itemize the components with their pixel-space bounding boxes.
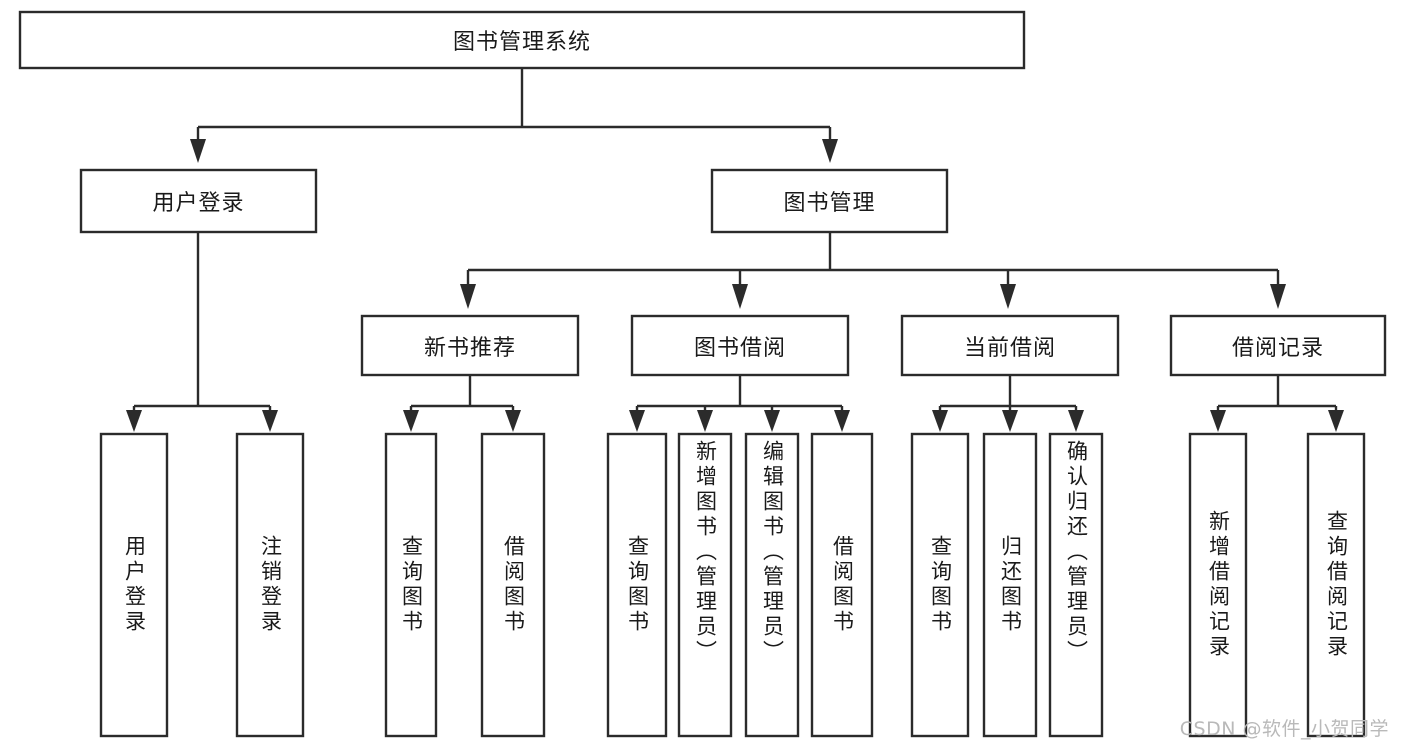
arrow-head-leaf-borrow-book-1 — [505, 410, 521, 432]
arrow-head-borrow-record — [1270, 284, 1286, 309]
node-box-leaf-borrow-book-2[interactable] — [810, 432, 874, 738]
arrow-head-leaf-return-book — [1002, 410, 1018, 432]
node-box-leaf-user-login[interactable] — [99, 432, 169, 738]
connector-bookborrow-to-leaves — [629, 375, 850, 432]
node-box-book-borrow[interactable] — [630, 314, 850, 377]
arrow-head-leaf-add-book-admin — [697, 410, 713, 432]
arrow-head-leaf-logout-login — [262, 410, 278, 432]
arrow-head-book-manage — [822, 139, 838, 163]
arrow-head-leaf-add-borrow-record — [1210, 410, 1226, 432]
node-box-user-login[interactable] — [79, 168, 318, 234]
arrow-head-leaf-query-book-3 — [932, 410, 948, 432]
node-box-borrow-record[interactable] — [1169, 314, 1387, 377]
node-box-leaf-add-book-admin[interactable] — [677, 432, 733, 738]
node-box-leaf-query-book-3[interactable] — [910, 432, 970, 738]
node-box-leaf-confirm-return-admin[interactable] — [1048, 432, 1104, 738]
arrow-head-new-book-recommend — [460, 284, 476, 309]
node-box-leaf-borrow-book-1[interactable] — [480, 432, 546, 738]
arrow-head-leaf-user-login — [126, 410, 142, 432]
node-box-new-book-recommend[interactable] — [360, 314, 580, 377]
node-box-leaf-query-book-2[interactable] — [606, 432, 668, 738]
node-box-leaf-query-book-1[interactable] — [384, 432, 438, 738]
arrow-head-leaf-borrow-book-2 — [834, 410, 850, 432]
connector-borrowrecord-to-leaves — [1210, 375, 1344, 432]
arrow-head-user-login — [190, 139, 206, 163]
arrow-head-current-borrow — [1000, 284, 1016, 309]
arrow-head-leaf-query-book-1 — [403, 410, 419, 432]
node-box-leaf-query-borrow-record[interactable] — [1306, 432, 1366, 738]
connector-userlogin-to-leaves — [126, 232, 278, 432]
connector-root-to-level2 — [190, 68, 838, 163]
connector-currentborrow-to-leaves — [932, 375, 1084, 432]
arrow-head-leaf-edit-book-admin — [764, 410, 780, 432]
node-box-root[interactable] — [18, 10, 1026, 70]
arrow-head-leaf-query-borrow-record — [1328, 410, 1344, 432]
node-box-current-borrow[interactable] — [900, 314, 1120, 377]
arrow-head-book-borrow — [732, 284, 748, 309]
node-box-leaf-return-book[interactable] — [982, 432, 1038, 738]
node-box-leaf-add-borrow-record[interactable] — [1188, 432, 1248, 738]
connector-bookmanage-to-level3 — [460, 232, 1286, 309]
arrow-head-leaf-confirm-return-admin — [1068, 410, 1084, 432]
node-box-leaf-logout-login[interactable] — [235, 432, 305, 738]
arrow-head-leaf-query-book-2 — [629, 410, 645, 432]
node-box-book-manage[interactable] — [710, 168, 949, 234]
connector-newbook-to-leaves — [403, 375, 521, 432]
node-box-leaf-edit-book-admin[interactable] — [744, 432, 800, 738]
